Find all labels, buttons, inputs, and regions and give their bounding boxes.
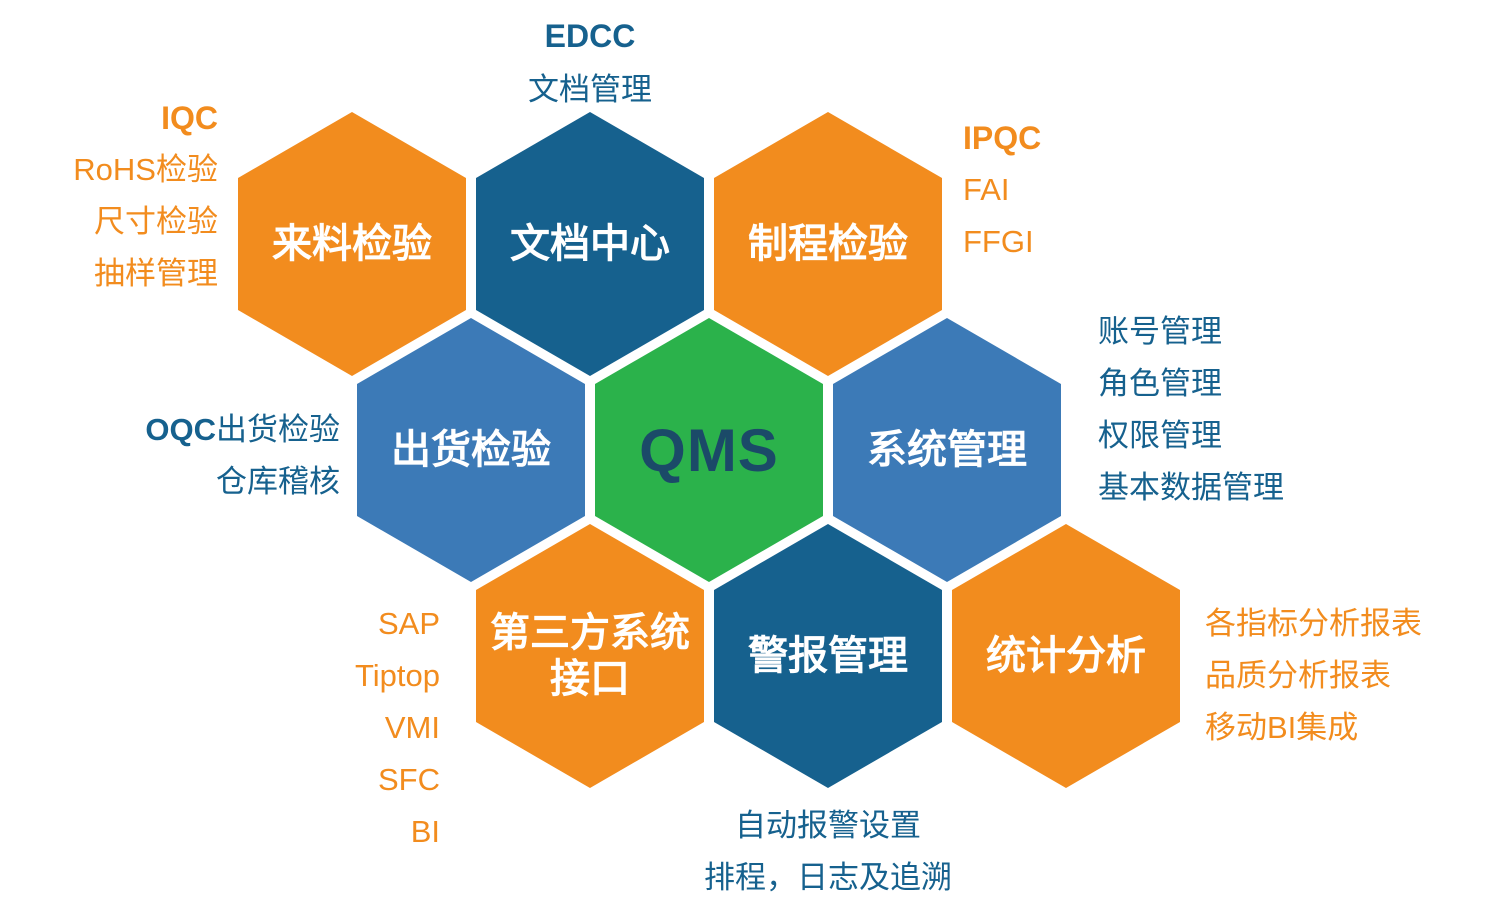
hex-statistical-analysis: 统计分析 xyxy=(952,524,1180,788)
hex-alarm-management: 警报管理 xyxy=(714,524,942,788)
hex-system-management: 系统管理 xyxy=(833,318,1061,582)
hex-shipment-inspection: 出货检验 xyxy=(357,318,585,582)
annotation-iqc-line-dimension: 尺寸检验 xyxy=(94,204,218,239)
annotation-system-management: 账号管理 角色管理 权限管理 基本数据管理 xyxy=(1098,306,1284,514)
annotation-ipqc-line-fai: FAI xyxy=(963,172,1010,207)
annotation-third-party-line-sap: SAP xyxy=(377,606,440,641)
annotation-oqc-title-rest: 出货检验 xyxy=(216,412,340,447)
hex-qms-center: QMS xyxy=(595,318,823,582)
annotation-system-line-role: 角色管理 xyxy=(1098,366,1222,401)
annotation-statistics-line-indicator-reports: 各指标分析报表 xyxy=(1205,606,1422,641)
annotation-system-line-account: 账号管理 xyxy=(1098,314,1222,349)
hex-incoming-inspection: 来料检验 xyxy=(238,112,466,376)
annotation-third-party-line-tiptop: Tiptop xyxy=(354,658,440,693)
annotation-system-line-base-data: 基本数据管理 xyxy=(1098,470,1284,505)
hex-document-center-label: 文档中心 xyxy=(510,222,670,266)
annotation-statistics-line-mobile-bi: 移动BI集成 xyxy=(1205,710,1359,745)
hex-incoming-inspection-label: 来料检验 xyxy=(272,222,432,266)
annotation-third-party-line-sfc: SFC xyxy=(378,762,440,797)
annotation-system-line-permission: 权限管理 xyxy=(1098,418,1222,453)
annotation-edcc-line-doc-management: 文档管理 xyxy=(528,72,652,107)
annotation-edcc-title: EDCC xyxy=(544,18,636,54)
annotation-edcc: EDCC 文档管理 xyxy=(440,14,740,110)
hex-system-management-label: 系统管理 xyxy=(867,428,1027,472)
hex-process-inspection: 制程检验 xyxy=(714,112,942,376)
hex-shipment-inspection-label: 出货检验 xyxy=(391,428,551,472)
annotation-oqc-title-line: OQC出货检验 xyxy=(110,404,340,456)
annotation-statistics: 各指标分析报表 品质分析报表 移动BI集成 xyxy=(1205,598,1422,754)
hex-third-party-interface-label: 第三方系统 接口 xyxy=(490,611,690,701)
annotation-iqc-line-rohs: RoHS检验 xyxy=(73,152,218,187)
annotation-alarm-line-schedule-log: 排程，日志及追溯 xyxy=(704,860,952,895)
annotation-oqc-title: OQC xyxy=(145,412,216,447)
annotation-ipqc-title: IPQC xyxy=(963,120,1042,156)
annotation-iqc-title: IQC xyxy=(161,100,218,136)
hex-document-center: 文档中心 xyxy=(476,112,704,376)
annotation-iqc: IQC RoHS检验 尺寸检验 抽样管理 xyxy=(30,92,218,300)
annotation-ipqc: IPQC FAI FFGI xyxy=(963,112,1041,268)
hex-statistical-analysis-label: 统计分析 xyxy=(986,634,1146,678)
hex-process-inspection-label: 制程检验 xyxy=(748,222,908,266)
annotation-iqc-line-sampling: 抽样管理 xyxy=(94,256,218,291)
hex-alarm-management-label: 警报管理 xyxy=(748,634,908,678)
hex-qms-center-label: QMS xyxy=(639,416,779,484)
annotation-alarm: 自动报警设置 排程，日志及追溯 xyxy=(628,800,1028,904)
annotation-alarm-line-auto-alert: 自动报警设置 xyxy=(735,808,921,843)
annotation-third-party: SAP Tiptop VMI SFC BI xyxy=(280,598,440,858)
annotation-oqc: OQC出货检验 仓库稽核 xyxy=(110,404,340,508)
annotation-oqc-line-warehouse-audit: 仓库稽核 xyxy=(216,464,340,499)
hex-third-party-interface: 第三方系统 接口 xyxy=(476,524,704,788)
annotation-third-party-line-vmi: VMI xyxy=(384,710,440,745)
annotation-ipqc-line-ffgi: FFGI xyxy=(963,224,1034,259)
annotation-statistics-line-quality-reports: 品质分析报表 xyxy=(1205,658,1391,693)
annotation-third-party-line-bi: BI xyxy=(410,814,440,849)
